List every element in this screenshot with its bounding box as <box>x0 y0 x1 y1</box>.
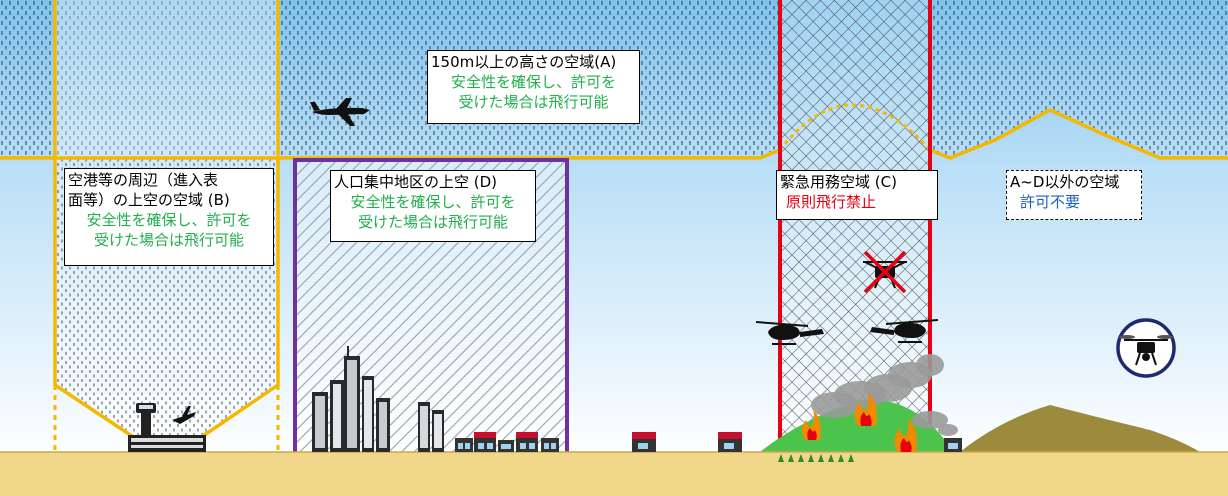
zone-b-label: 空港等の周辺（進入表 面等）の上空の空域 (B) 安全性を確保し、許可を 受けた… <box>64 168 274 266</box>
fire-icon <box>854 392 877 426</box>
drone-icon <box>1116 318 1176 378</box>
house-icon <box>718 432 742 452</box>
house-icon <box>944 438 962 452</box>
zone-a-boundary-dashed <box>778 103 932 151</box>
zone-other-title: A~D以外の空域 <box>1010 173 1120 191</box>
zone-d-boundary <box>293 158 569 452</box>
zone-d-note-line2: 受けた場合は飛行可能 <box>357 213 508 231</box>
zone-c-label: 緊急用務空域 (C) 原則飛行禁止 <box>776 170 938 220</box>
zone-b-note-line1: 安全性を確保し、許可を <box>86 211 252 229</box>
fire-icon <box>894 418 917 452</box>
zone-c-title: 緊急用務空域 (C) <box>780 173 897 191</box>
smoke-icon <box>811 354 958 436</box>
zone-a-title: 150m以上の高さの空域(A) <box>431 53 617 71</box>
zone-b-title-line2: 面等）の上空の空域 (B) <box>68 191 230 209</box>
zone-a-note-line1: 安全性を確保し、許可を <box>450 73 616 91</box>
zone-a-note-line2: 受けた場合は飛行可能 <box>458 93 609 111</box>
helicopter-icon <box>755 321 824 345</box>
zone-d-title: 人口集中地区の上空 (D) <box>334 173 498 191</box>
zone-b-note-line2: 受けた場合は飛行可能 <box>93 231 244 249</box>
zone-a-boundary-right <box>929 108 1228 160</box>
zone-other-note: 許可不要 <box>1020 193 1081 211</box>
ground <box>0 452 1228 496</box>
house-icon <box>455 432 559 452</box>
zone-a-label: 150m以上の高さの空域(A) 安全性を確保し、許可を 受けた場合は飛行可能 <box>427 50 640 124</box>
city-buildings-icon <box>312 346 444 452</box>
tree-icon <box>778 454 854 462</box>
airplane-icon <box>310 98 370 126</box>
zone-d-note-line1: 安全性を確保し、許可を <box>350 193 516 211</box>
helicopter-icon <box>870 319 939 343</box>
mountain-icon <box>960 405 1200 452</box>
zone-d-label: 人口集中地区の上空 (D) 安全性を確保し、許可を 受けた場合は飛行可能 <box>330 170 536 242</box>
prohibited-drone-icon <box>863 250 907 294</box>
fire-icon <box>801 410 822 440</box>
airport-control-tower-icon <box>128 403 206 452</box>
zone-other-label: A~D以外の空域 許可不要 <box>1006 170 1142 220</box>
house-icon <box>632 432 656 452</box>
zone-c-note: 原則飛行禁止 <box>786 193 877 211</box>
zone-b-title-line1: 空港等の周辺（進入表 <box>68 171 219 189</box>
